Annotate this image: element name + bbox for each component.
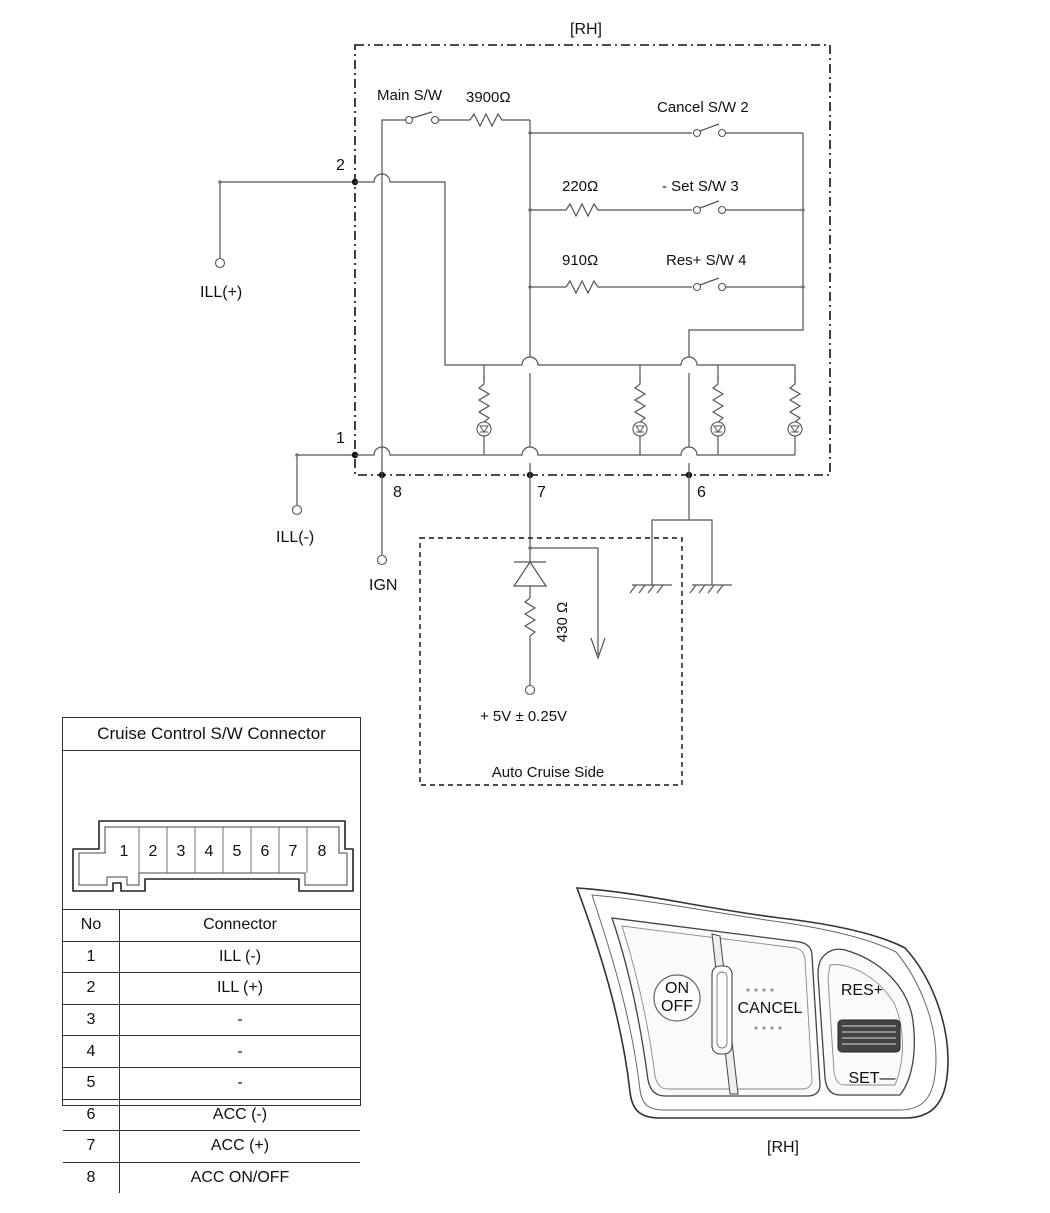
resistor-430-label: 430 Ω bbox=[554, 602, 571, 642]
main-resistor-label: 3900Ω bbox=[466, 89, 511, 106]
ill-ground-bus bbox=[355, 446, 795, 456]
connector-pin-1: 1 bbox=[120, 843, 129, 860]
connector-pin-4: 4 bbox=[205, 843, 214, 860]
row-connector: ACC ON/OFF bbox=[119, 1161, 360, 1194]
table-row: 6 ACC (-) bbox=[63, 1098, 360, 1131]
table-row: 5 - bbox=[63, 1066, 360, 1100]
off-label: OFF bbox=[661, 998, 693, 1015]
row-connector: ILL (-) bbox=[119, 940, 360, 973]
row-no: 3 bbox=[63, 1003, 120, 1036]
row-connector: - bbox=[119, 1066, 360, 1100]
res-switch-label: Res+ S/W 4 bbox=[666, 252, 746, 269]
header-connector: Connector bbox=[203, 916, 277, 934]
row-no: 2 bbox=[63, 972, 120, 1005]
ign-label: IGN bbox=[369, 577, 397, 594]
connector-pin-3: 3 bbox=[177, 843, 186, 860]
set-resistor-label: 220Ω bbox=[562, 178, 598, 195]
steering-switch-illustration bbox=[575, 887, 949, 1119]
res-switch bbox=[530, 277, 803, 295]
connector-picture: 1 2 3 4 5 6 7 8 bbox=[63, 751, 360, 910]
connector-table: Cruise Control S/W Connector 1 2 3 4 5 6 bbox=[62, 717, 361, 1194]
table-row: 8 ACC ON/OFF bbox=[63, 1161, 360, 1194]
connector-pin-6: 6 bbox=[261, 843, 270, 860]
cancel-button-label: CANCEL bbox=[738, 1000, 803, 1017]
acc-minus-wire bbox=[688, 133, 805, 520]
table-row: 3 - bbox=[63, 1003, 360, 1036]
pin-2-label: 2 bbox=[336, 157, 345, 174]
ign-wire bbox=[376, 119, 405, 566]
connector-title: Cruise Control S/W Connector bbox=[63, 718, 360, 751]
pin-table: No Connector 1 ILL (-) 2 ILL (+) 3 - 4 -… bbox=[63, 910, 360, 1194]
row-connector: ACC (+) bbox=[119, 1130, 360, 1163]
pin-6-label: 6 bbox=[697, 484, 706, 501]
table-row: 4 - bbox=[63, 1035, 360, 1068]
row-no: 8 bbox=[63, 1161, 120, 1194]
ill-minus-line bbox=[291, 453, 355, 516]
main-switch-label: Main S/W bbox=[377, 87, 443, 104]
auto-cruise-box bbox=[419, 537, 683, 786]
row-no: 5 bbox=[63, 1066, 120, 1100]
row-connector: - bbox=[119, 1035, 360, 1068]
cancel-switch-label: Cancel S/W 2 bbox=[657, 99, 749, 116]
diode-resistor-branch bbox=[512, 546, 606, 696]
switch-unit-label: [RH] bbox=[767, 1139, 799, 1156]
row-no: 4 bbox=[63, 1035, 120, 1068]
illumination-leds bbox=[476, 375, 803, 455]
pin-7-label: 7 bbox=[537, 484, 546, 501]
pin-1-label: 1 bbox=[336, 430, 345, 447]
supply-voltage-label: + 5V ± 0.25V bbox=[480, 708, 567, 725]
table-header-row: No Connector bbox=[63, 910, 360, 942]
row-connector: - bbox=[119, 1003, 360, 1036]
pin-8-label: 8 bbox=[393, 484, 402, 501]
table-row: 2 ILL (+) bbox=[63, 972, 360, 1005]
connector-pin-8: 8 bbox=[318, 843, 327, 860]
row-no: 1 bbox=[63, 940, 120, 973]
set-switch bbox=[530, 200, 803, 218]
illumination-supply-wire bbox=[355, 173, 796, 380]
connector-pin-5: 5 bbox=[233, 843, 242, 860]
main-switch bbox=[404, 111, 530, 128]
on-label: ON bbox=[665, 980, 689, 997]
connector-shape: 1 2 3 4 5 6 7 8 bbox=[72, 820, 354, 892]
row-no: 6 bbox=[63, 1098, 120, 1131]
row-connector: ACC (-) bbox=[119, 1098, 360, 1131]
connector-pin-7: 7 bbox=[289, 843, 298, 860]
res-resistor-label: 910Ω bbox=[562, 252, 598, 269]
ill-minus-label: ILL(-) bbox=[276, 529, 314, 546]
row-connector: ILL (+) bbox=[119, 972, 360, 1005]
set-switch-label: - Set S/W 3 bbox=[662, 178, 739, 195]
connector-pin-2: 2 bbox=[149, 843, 158, 860]
rh-switch-box bbox=[354, 44, 831, 476]
ill-plus-label: ILL(+) bbox=[200, 284, 242, 301]
header-no: No bbox=[63, 910, 120, 942]
rh-box-label: [RH] bbox=[570, 21, 602, 38]
ill-plus-line bbox=[214, 180, 355, 269]
set-button-label: SET— bbox=[848, 1070, 895, 1087]
res-button-label: RES+ bbox=[841, 982, 883, 999]
cancel-switch bbox=[530, 123, 803, 138]
auto-cruise-label: Auto Cruise Side bbox=[492, 764, 605, 781]
row-no: 7 bbox=[63, 1130, 120, 1163]
ground-symbols bbox=[629, 519, 732, 594]
table-row: 7 ACC (+) bbox=[63, 1130, 360, 1163]
table-row: 1 ILL (-) bbox=[63, 940, 360, 973]
